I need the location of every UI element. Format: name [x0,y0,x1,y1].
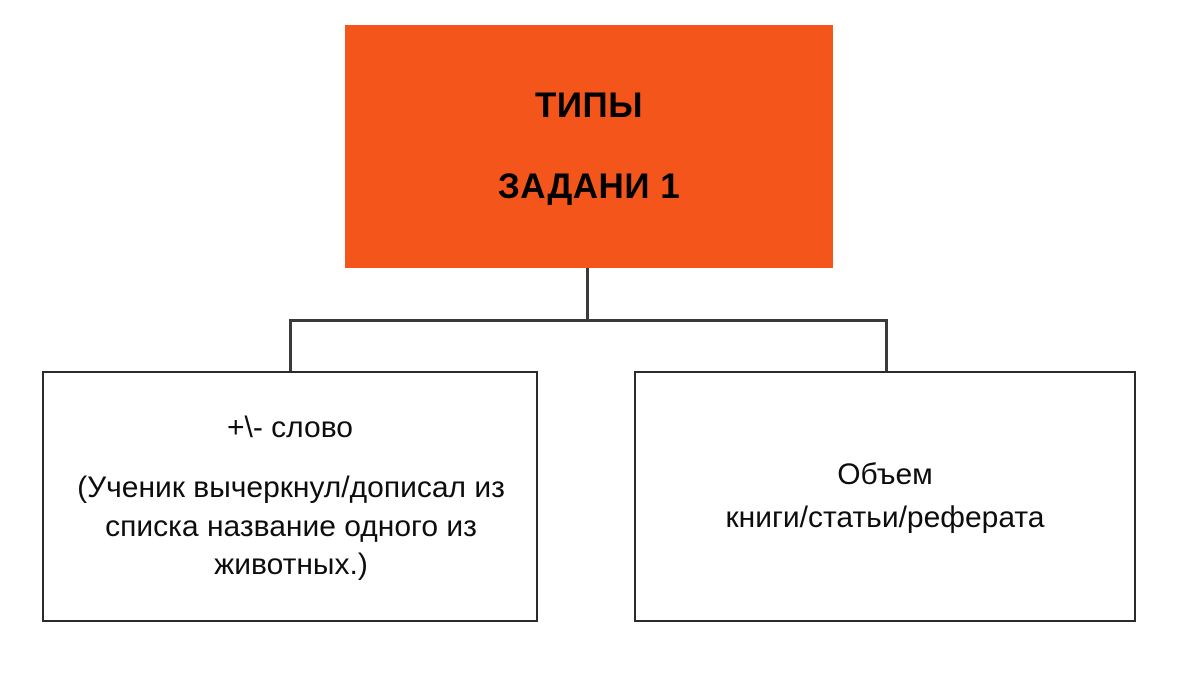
child-node-slovo-heading: +\- слово [227,411,353,445]
child-node-obem-heading: Объем [837,458,933,492]
connector-horizontal-bar [289,319,888,322]
child-node-obem[interactable]: Объем книги/статьи/реферата [634,371,1136,622]
child-node-slovo[interactable]: +\- слово (Ученик вычеркнул/дописал из с… [42,371,538,622]
connector-drop-right [885,319,888,372]
connector-drop-left [289,319,292,372]
root-node-title-line-1: ТИПЫ [535,86,643,125]
child-node-slovo-body: (Ученик вычеркнул/дописал из списка назв… [77,471,505,581]
connector-stem [586,268,589,321]
root-node-title-line-2: ЗАДАНИ 1 [497,166,681,206]
child-node-obem-body: книги/статьи/реферата [725,500,1045,534]
root-node-tipy-zadani[interactable]: ТИПЫ ЗАДАНИ 1 [345,25,833,268]
